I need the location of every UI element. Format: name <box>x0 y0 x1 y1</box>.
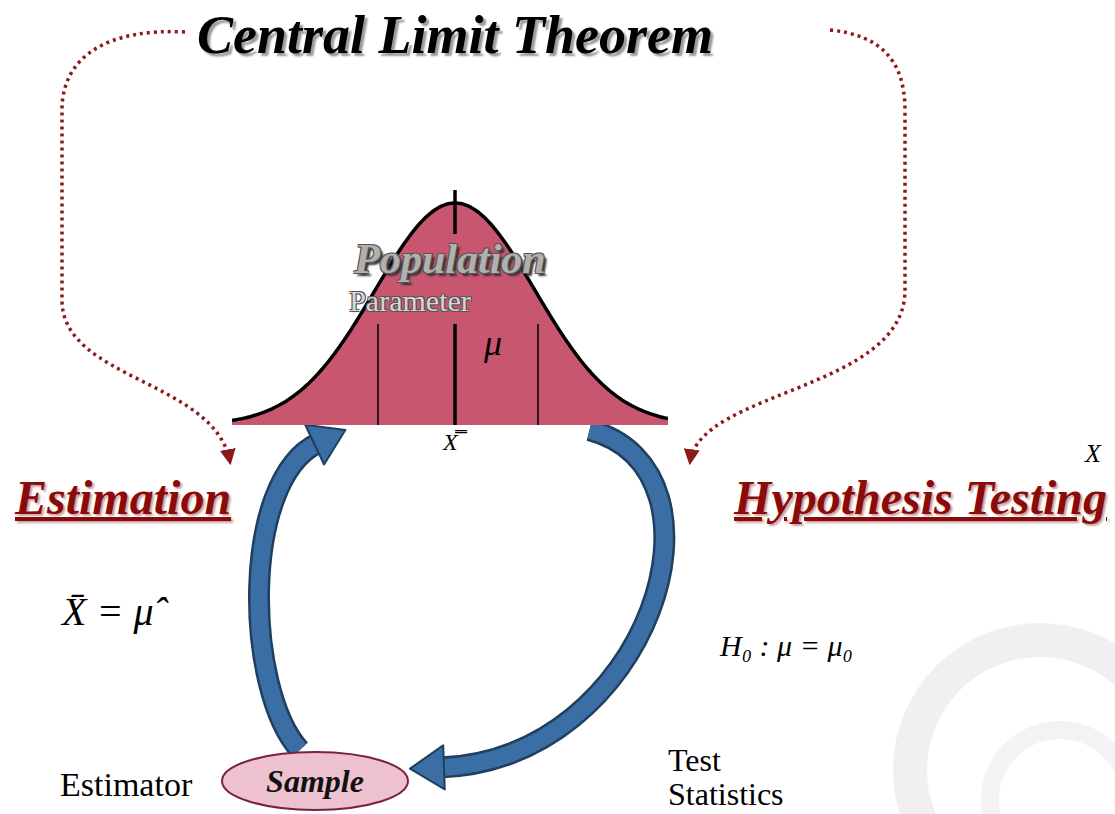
mean-line <box>453 324 457 425</box>
arrow-body-outline <box>259 443 318 750</box>
arrow-head <box>410 745 445 789</box>
dotted-bracket-arrow <box>62 32 230 462</box>
dotted-bracket-arrow <box>690 30 905 462</box>
mu-symbol: μ <box>484 324 502 364</box>
arrow-head <box>305 425 345 465</box>
background-swirl <box>990 730 1115 814</box>
curved-block-arrow <box>259 425 345 750</box>
curve-outline <box>232 203 668 420</box>
mean-line <box>453 190 457 234</box>
arrow-body <box>440 430 664 768</box>
population-curve: PopulationParameter μ <box>232 190 668 430</box>
diagram-title: Central Limit Theorem <box>0 4 910 66</box>
sample-label: Sample <box>220 750 410 812</box>
sample-ellipse: Sample <box>220 750 410 812</box>
arrow-body-outline <box>440 430 664 768</box>
estimator-label: Estimator <box>60 766 192 803</box>
test-statistics-label: Test Statistics <box>668 744 808 811</box>
stray-symbol: X <box>1085 440 1101 469</box>
sigma-line <box>537 324 539 425</box>
arrow-body <box>259 443 318 750</box>
null-hypothesis-formula: H₀ : μ = μ₀ <box>720 628 853 664</box>
grand-mean-symbol: X̿ <box>443 428 458 457</box>
curve-fill <box>232 203 668 425</box>
estimation-heading: Estimation <box>15 472 231 525</box>
parameter-label: Parameter <box>232 284 588 317</box>
population-heading: Population <box>232 236 668 282</box>
sigma-line <box>377 324 379 425</box>
hypothesis-testing-heading: Hypothesis Testing <box>734 472 1107 525</box>
estimator-formula: X̄ = μ̂ <box>62 588 154 636</box>
background-swirl <box>910 640 1115 814</box>
curved-block-arrow <box>410 430 664 789</box>
